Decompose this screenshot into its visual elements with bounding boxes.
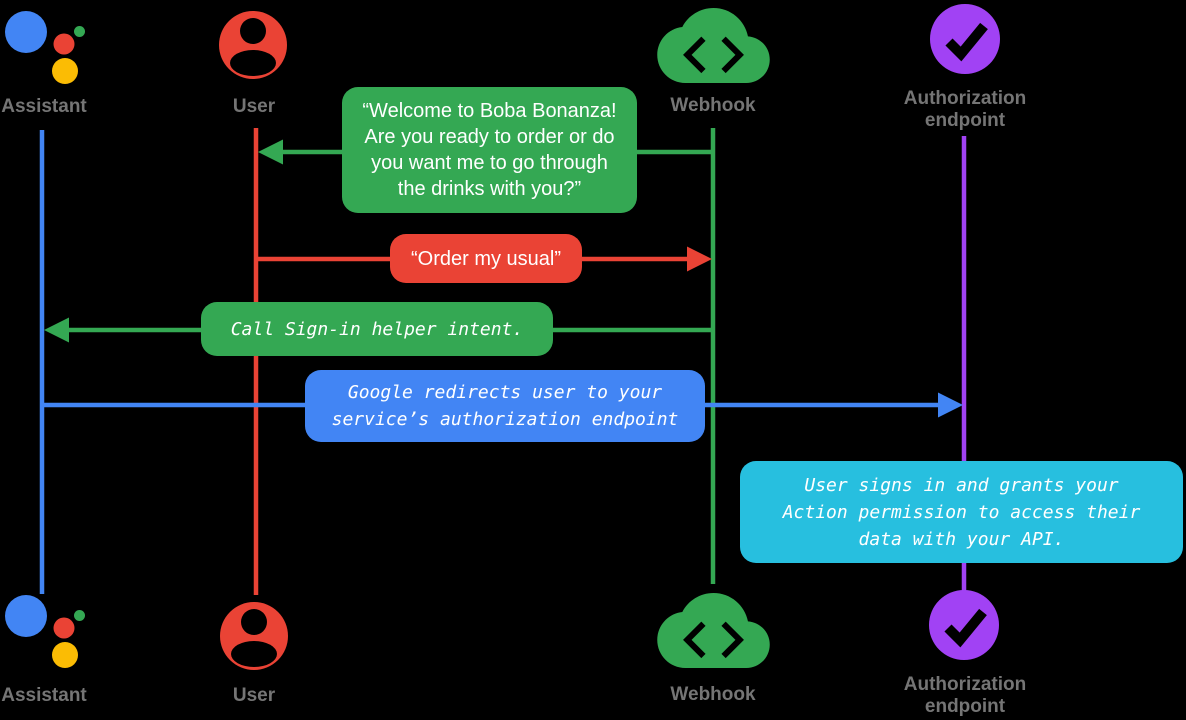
- check-icon: [945, 22, 988, 62]
- actor-label-assistant-top: Assistant: [1, 96, 87, 117]
- authorization-circle: [930, 4, 1000, 74]
- person-glyph: [231, 609, 277, 667]
- assistant-green-dot: [74, 610, 85, 621]
- actor-label-authorization-top: Authorization endpoint: [903, 88, 1027, 131]
- assistant-blue-dot: [5, 595, 47, 637]
- actor-label-user-bottom: User: [232, 685, 276, 706]
- assistant-yellow-dot: [52, 58, 78, 84]
- message-redirect-bubble: Google redirects user to your service’s …: [305, 370, 705, 442]
- code-brackets-icon: [683, 621, 744, 659]
- user-icon-bottom: [220, 602, 288, 670]
- assistant-red-dot: [53, 617, 75, 639]
- code-brackets-icon: [683, 36, 744, 74]
- assistant-yellow-dot: [52, 642, 78, 668]
- arrow-order-head: [687, 246, 712, 272]
- message-welcome-text: “Welcome to Boba Bonanza! Are you ready …: [362, 100, 617, 200]
- message-redirect-text: Google redirects user to your service’s …: [331, 382, 679, 430]
- message-order-bubble: “Order my usual”: [390, 234, 582, 283]
- person-glyph: [230, 18, 276, 76]
- authorization-circle: [929, 590, 999, 660]
- arrow-welcome-head: [258, 139, 283, 165]
- webhook-cloud-icon: [657, 8, 770, 83]
- authorization-endpoint-icon-bottom: [929, 590, 999, 660]
- arrow-redirect-head: [938, 392, 963, 418]
- actor-label-webhook-top: Webhook: [670, 95, 756, 116]
- assistant-blue-dot: [5, 11, 47, 53]
- message-welcome-bubble: “Welcome to Boba Bonanza! Are you ready …: [342, 87, 637, 213]
- actor-label-webhook-bottom: Webhook: [670, 684, 756, 705]
- message-signin-bubble: Call Sign-in helper intent.: [201, 302, 553, 356]
- check-icon: [944, 608, 987, 648]
- actor-label-authorization-bottom: Authorization endpoint: [903, 674, 1027, 717]
- assistant-logo-icon-bottom: [5, 595, 85, 668]
- message-order-text: “Order my usual”: [410, 247, 562, 270]
- actor-label-user-top: User: [232, 96, 276, 117]
- message-signin-text: Call Sign-in helper intent.: [230, 318, 524, 340]
- authorization-endpoint-icon: [930, 4, 1000, 74]
- cloud-shape: [657, 8, 770, 83]
- assistant-red-dot: [53, 33, 75, 55]
- cloud-shape: [657, 593, 770, 668]
- assistant-green-dot: [74, 26, 85, 37]
- webhook-cloud-icon-bottom: [657, 593, 770, 668]
- message-grants-text: User signs in and grants your Action per…: [782, 474, 1141, 550]
- actor-label-assistant-bottom: Assistant: [1, 685, 87, 706]
- arrow-signin-head: [44, 317, 69, 343]
- assistant-logo-icon: [5, 11, 85, 84]
- message-grants-bubble: User signs in and grants your Action per…: [740, 461, 1183, 563]
- user-icon: [219, 11, 287, 79]
